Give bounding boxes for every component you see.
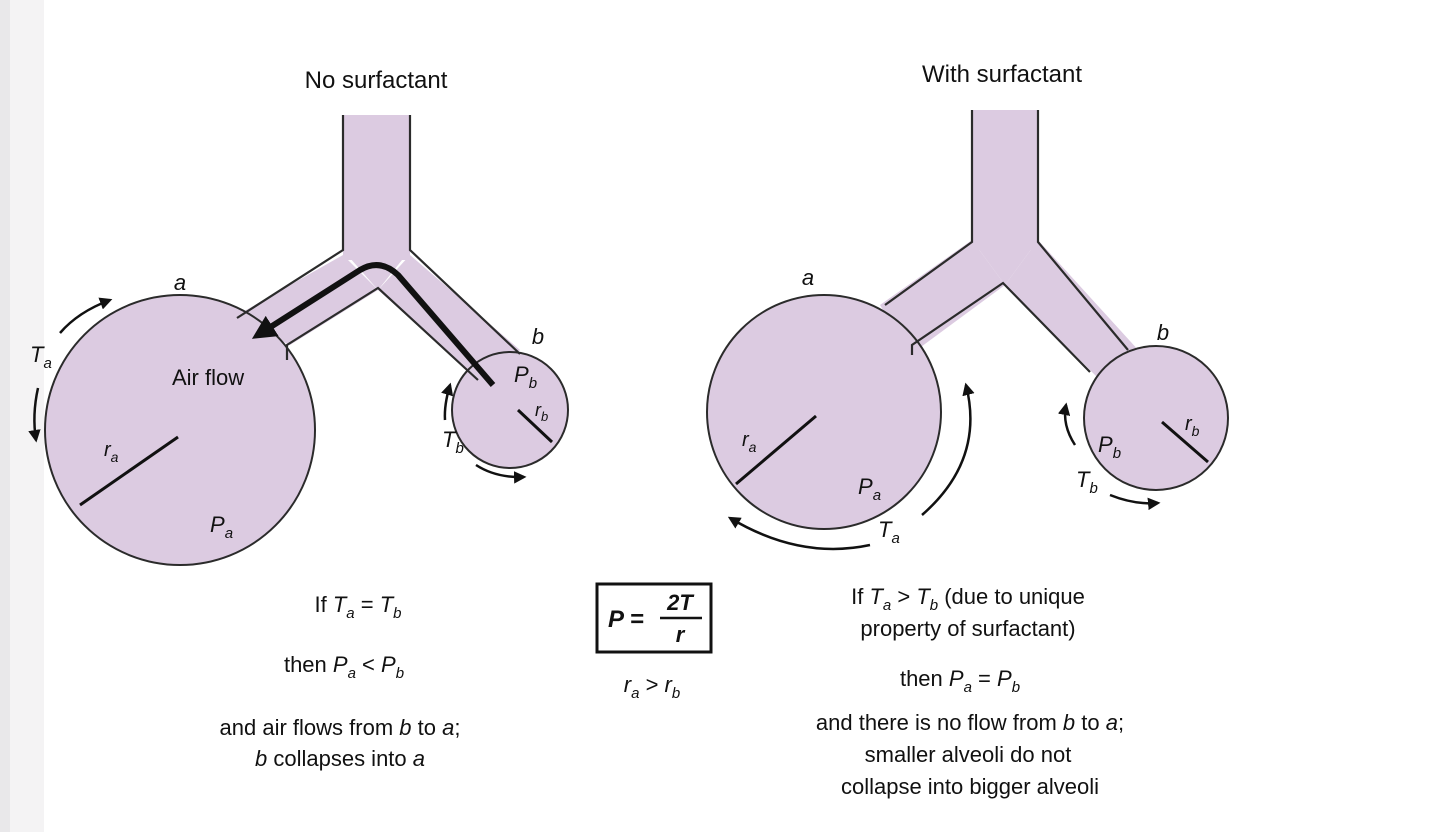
- right-tension-b-arrow-up: [1057, 402, 1077, 446]
- equation-box: P = 2T r: [595, 582, 713, 654]
- right-alveoli-shape: [706, 110, 1229, 551]
- radius-relation: ra > rb: [624, 672, 680, 702]
- tension-b-arrow-up: [441, 382, 454, 421]
- right-alveolus-b: [1083, 345, 1229, 491]
- right-condition-3: and there is no flow from b to a;: [816, 710, 1124, 735]
- right-title: With surfactant: [922, 61, 1082, 88]
- right-condition-5: collapse into bigger alveoli: [841, 774, 1099, 799]
- left-condition-1: If Ta = Tb: [314, 592, 401, 622]
- radius-a-line: [79, 435, 179, 507]
- right-Ta-label: Ta: [878, 517, 900, 547]
- left-label-a: a: [174, 270, 186, 295]
- right-Tb-label: Tb: [1076, 467, 1098, 497]
- right-condition-1: If Ta > Tb (due to unique: [851, 584, 1085, 614]
- air-flow-arrow: [251, 262, 496, 387]
- left-Pa-label: Pa: [210, 512, 233, 542]
- right-radius-a-line: [735, 414, 817, 486]
- left-alveoli-shape: [28, 115, 569, 566]
- right-tension-a-arrow-up: [921, 382, 975, 516]
- right-tension-b-arrow-right: [1109, 493, 1161, 511]
- tension-a-arrow-down: [28, 387, 41, 443]
- right-airway-fill: [880, 110, 1140, 380]
- equation-numerator: 2T: [666, 590, 694, 615]
- right-ra-label: ra: [742, 429, 757, 455]
- right-condition-1b: property of surfactant): [860, 616, 1075, 641]
- left-label-b: b: [532, 324, 544, 349]
- right-condition-2: then Pa = Pb: [900, 666, 1020, 696]
- right-airway-walls: [884, 110, 1129, 373]
- radius-b-line: [516, 408, 554, 444]
- left-alveolus-a: [44, 294, 316, 566]
- equation-denominator: r: [676, 622, 686, 647]
- left-Ta-label: Ta: [30, 342, 52, 372]
- right-alveolus-a: [706, 294, 942, 530]
- left-Pb-label: Pb: [514, 362, 537, 392]
- left-air-flow-label: Air flow: [172, 365, 244, 390]
- right-rb-label: rb: [1185, 413, 1200, 439]
- tension-b-arrow-right: [475, 463, 527, 484]
- right-label-b: b: [1157, 320, 1169, 345]
- tension-a-arrow-up: [59, 297, 113, 334]
- left-condition-4: b collapses into a: [255, 746, 425, 771]
- right-tension-a-arrow-left: [727, 516, 871, 551]
- right-radius-b-line: [1161, 420, 1209, 464]
- right-condition-4: smaller alveoli do not: [865, 742, 1072, 767]
- left-Tb-label: Tb: [442, 427, 464, 457]
- right-explanation: If Ta > Tb (due to unique property of su…: [816, 584, 1124, 799]
- equation-lhs: P =: [608, 606, 644, 633]
- left-alveolus-b: [451, 351, 569, 469]
- left-condition-3: and air flows from b to a;: [220, 715, 461, 740]
- left-rb-label: rb: [535, 400, 548, 424]
- left-airway-fill: [232, 115, 520, 380]
- left-explanation: If Ta = Tb then Pa < Pb and air flows fr…: [220, 592, 461, 771]
- right-Pb-label: Pb: [1098, 432, 1121, 462]
- page-edge-shadow: [0, 0, 10, 832]
- left-condition-2: then Pa < Pb: [284, 652, 404, 682]
- left-title: No surfactant: [305, 67, 448, 94]
- left-ra-label: ra: [104, 439, 119, 465]
- left-airway-walls: [236, 115, 521, 381]
- right-label-a: a: [802, 265, 814, 290]
- right-Pa-label: Pa: [858, 474, 881, 504]
